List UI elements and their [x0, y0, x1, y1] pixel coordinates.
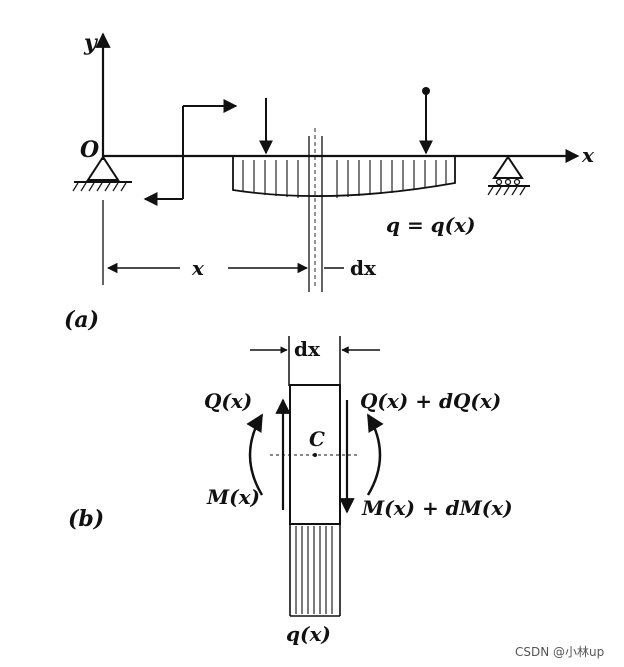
right-moment-label: M(x) + dM(x)	[361, 496, 513, 520]
dimension-dx-label: dx	[350, 256, 377, 280]
center-point	[313, 453, 317, 457]
origin-label: O	[80, 137, 99, 163]
element-distributed-load	[289, 524, 341, 617]
distributed-load	[232, 157, 456, 198]
left-moment-label: M(x)	[206, 485, 260, 509]
concentrated-load-2	[419, 87, 433, 155]
x-axis-label: x	[581, 143, 595, 167]
left-pin-support	[72, 155, 132, 192]
watermark: CSDN @小林up	[515, 645, 604, 659]
element-load-label: q(x)	[286, 622, 331, 646]
center-label: C	[309, 427, 325, 451]
right-moment-arrow	[366, 413, 384, 496]
left-moment-arrow	[246, 413, 264, 496]
load-function-label: q = q(x)	[386, 213, 476, 237]
y-axis-label: y	[83, 30, 99, 56]
dimension-x-label: x	[191, 256, 205, 280]
element-strip	[308, 128, 323, 292]
element-width-label: dx	[294, 337, 321, 361]
dimension-line	[102, 200, 344, 285]
right-shear-label: Q(x) + dQ(x)	[360, 389, 501, 413]
applied-couple	[143, 99, 238, 206]
panel-a-label: (a)	[64, 307, 99, 333]
figure-a: y O x	[64, 30, 595, 333]
right-roller-support	[487, 155, 530, 196]
figure-b: dx C Q(x) Q(x) + dQ(x) M(x) M(x) + dM(x)	[68, 336, 513, 646]
element-width-dimension	[250, 336, 380, 386]
panel-b-label: (b)	[68, 506, 104, 532]
left-shear-label: Q(x)	[204, 389, 252, 413]
